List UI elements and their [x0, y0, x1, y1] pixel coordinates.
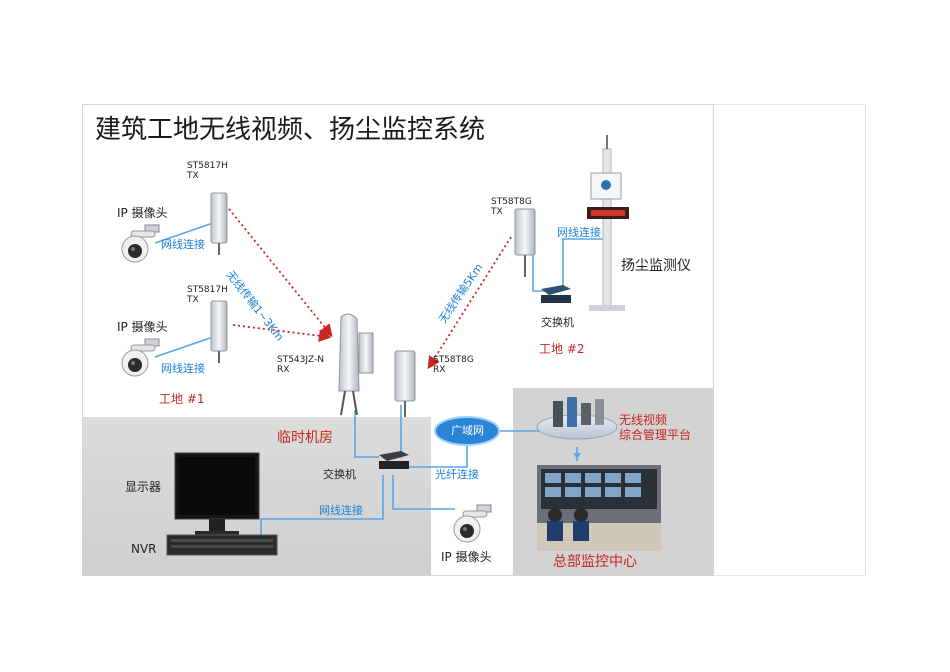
monitor-center-photo	[537, 465, 661, 551]
wireless-tx1-rx	[229, 209, 331, 335]
device-model-tx1: ST5817H TX	[187, 161, 228, 181]
fiber-link-label: 光纤连接	[435, 469, 479, 480]
dust-monitor-label: 扬尘监测仪	[621, 259, 691, 273]
ip-camera-label: IP 摄像头	[117, 207, 168, 219]
tx3-to-switch2	[533, 255, 545, 291]
switch-label: 交换机	[541, 317, 574, 328]
page-frame-right	[714, 104, 866, 576]
network-link-label: 网线连接	[161, 239, 205, 250]
wireless-tx3-rx2	[429, 237, 511, 367]
network-link-label: 网线连接	[319, 505, 363, 516]
switch-label: 交换机	[323, 469, 356, 480]
device-model-rx2: ST58T8G RX	[433, 355, 474, 375]
network-diagram: 建筑工地无线视频、扬尘监控系统 ST5817H TX ST5817H TX ST…	[82, 104, 714, 576]
display-label: 显示器	[125, 481, 161, 493]
device-model-tx-site2: ST58T8G TX	[491, 197, 532, 217]
switch2-to-dust	[563, 239, 605, 291]
nvr-icon	[167, 535, 277, 555]
antenna-icon	[515, 209, 535, 277]
platform-label: 无线视频 综合管理平台	[619, 413, 691, 443]
antenna-icon	[395, 351, 415, 417]
ip-camera-label: IP 摄像头	[117, 321, 168, 333]
antenna-icon	[339, 314, 373, 415]
network-link-label: 网线连接	[557, 227, 601, 238]
diagram-art	[83, 105, 714, 576]
nvr-label: NVR	[131, 543, 157, 555]
site-1-label: 工地 #1	[159, 393, 205, 405]
device-model-tx2: ST5817H TX	[187, 285, 228, 305]
monitor-center-label: 总部监控中心	[553, 555, 637, 569]
antenna-icon	[211, 193, 227, 255]
ip-camera-icon	[122, 225, 159, 262]
cam2-to-tx2	[155, 337, 213, 357]
antenna-icon	[211, 301, 227, 363]
site-2-label: 工地 #2	[539, 343, 585, 355]
device-model-rx-main: ST543JZ-N RX	[277, 355, 324, 375]
network-link-label: 网线连接	[161, 363, 205, 374]
page-title: 建筑工地无线视频、扬尘监控系统	[95, 117, 485, 143]
ip-camera-icon	[122, 339, 159, 376]
dust-monitor-icon	[587, 135, 629, 311]
wan-label: 广域网	[451, 425, 484, 436]
switch-icon	[541, 285, 571, 303]
temp-room-label: 临时机房	[277, 431, 333, 445]
ip-camera-label: IP 摄像头	[441, 551, 492, 563]
